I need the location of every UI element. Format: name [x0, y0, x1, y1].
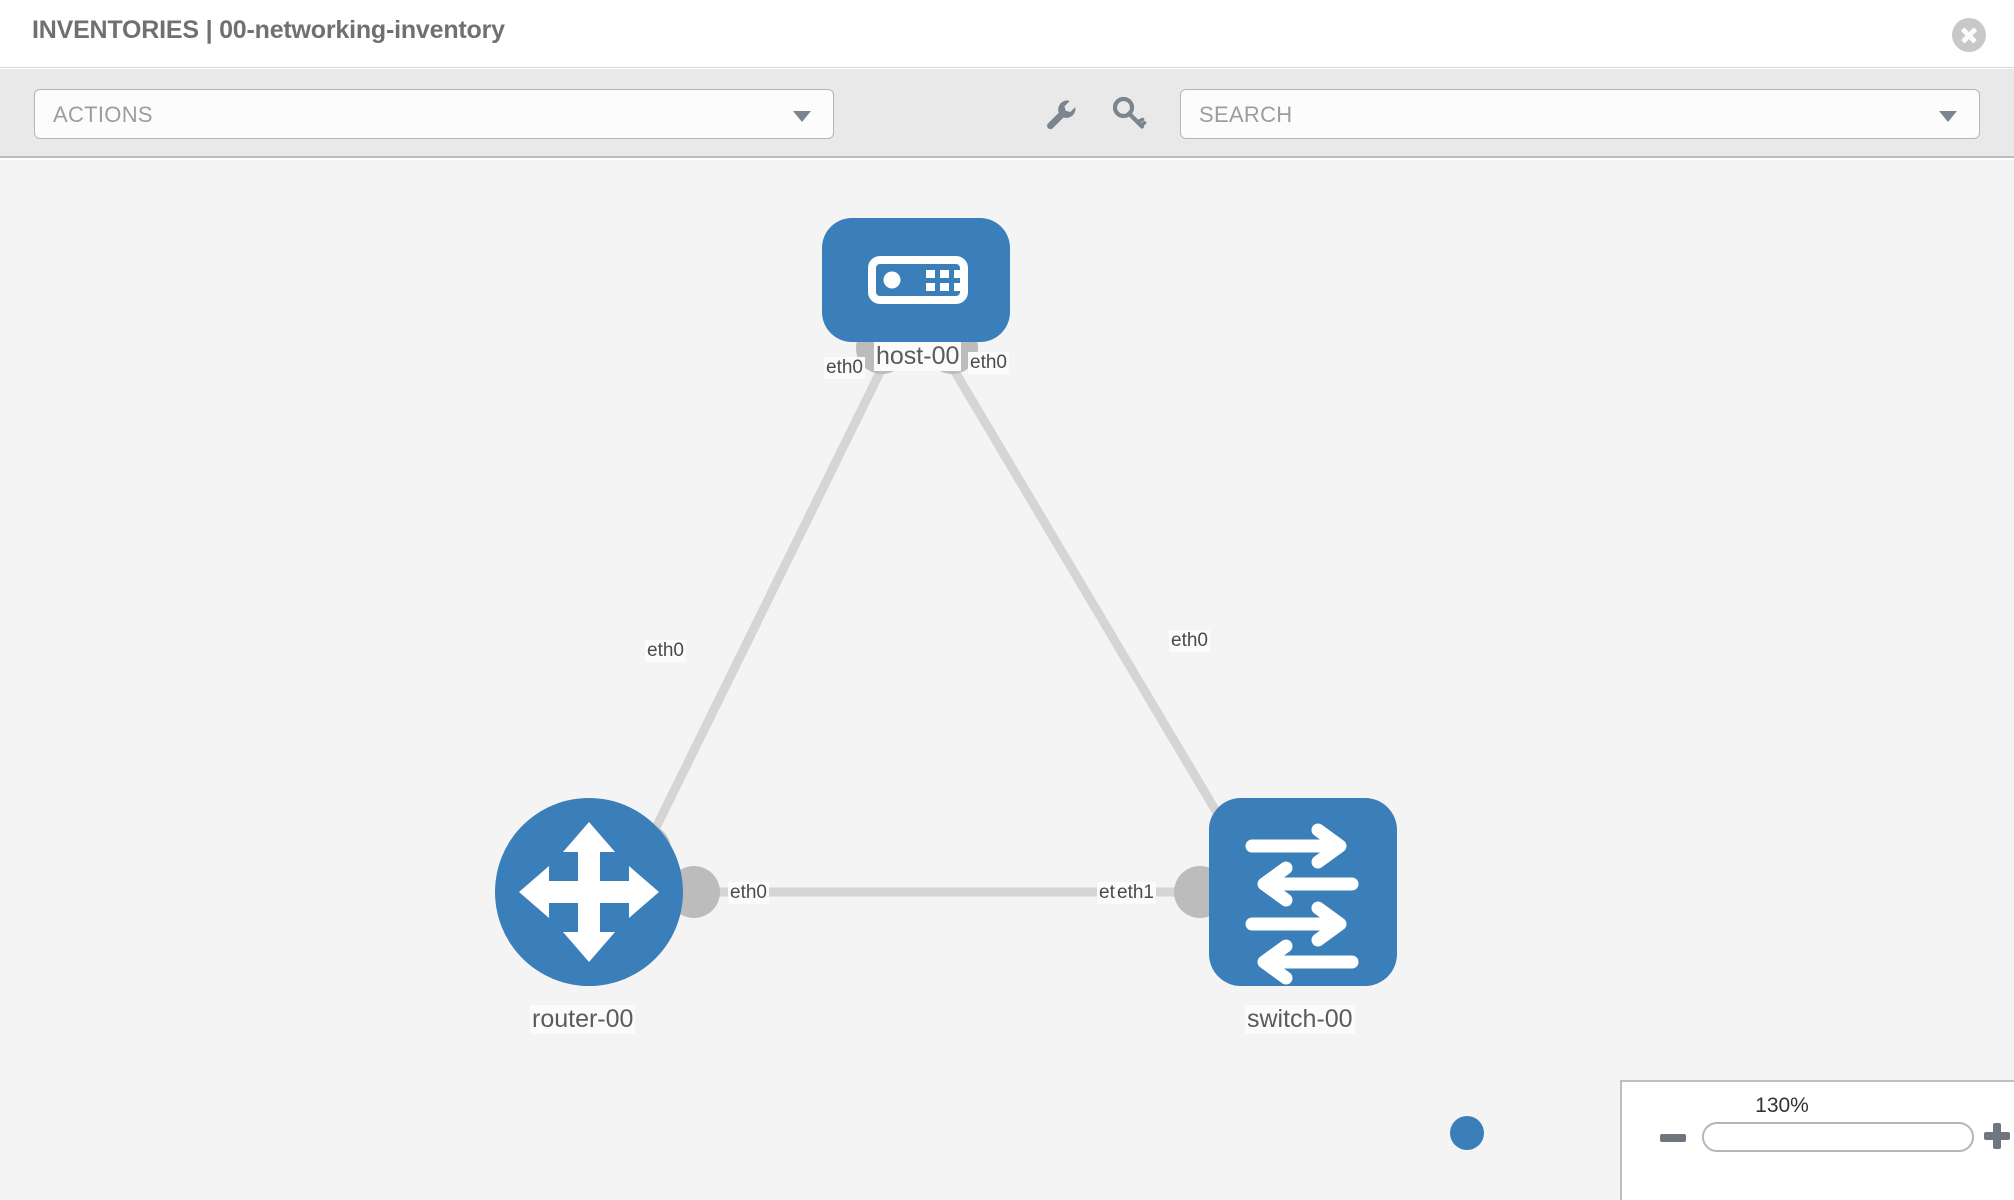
- actions-dropdown[interactable]: ACTIONS: [34, 89, 834, 139]
- node-label-router: router-00: [530, 1005, 636, 1034]
- edge-label-switch-up: eth0: [1169, 630, 1210, 652]
- node-label-switch: switch-00: [1245, 1005, 1355, 1034]
- search-input-placeholder: SEARCH: [1199, 102, 1293, 127]
- chevron-down-icon[interactable]: [1939, 111, 1957, 122]
- edge-label-host-right: eth0: [968, 352, 1009, 374]
- edge-host-switch: [944, 357, 1249, 863]
- app-header: INVENTORIES | 00-networking-inventory: [0, 0, 2014, 68]
- chevron-down-icon: [793, 111, 811, 122]
- close-icon[interactable]: [1952, 18, 1986, 52]
- topology-canvas[interactable]: host-00 router-00 switch-00 eth0 eth0 et…: [0, 160, 2014, 1200]
- wrench-icon[interactable]: [1038, 91, 1082, 135]
- node-label-host: host-00: [874, 342, 962, 371]
- key-icon[interactable]: [1106, 91, 1150, 135]
- edge-label-router-right: eth0: [728, 882, 769, 904]
- toolbar: ACTIONS SEARCH: [0, 69, 2014, 158]
- zoom-in-icon[interactable]: [1984, 1123, 2010, 1149]
- actions-dropdown-label: ACTIONS: [53, 102, 153, 127]
- search-input[interactable]: SEARCH: [1180, 89, 1980, 139]
- node-switch-00: [1209, 798, 1397, 986]
- node-router-00: [495, 798, 683, 986]
- edge-host-router: [635, 358, 891, 862]
- edge-label-router-up: eth0: [645, 640, 686, 662]
- zoom-slider-thumb[interactable]: [1450, 1116, 1484, 1150]
- zoom-level-label: 130%: [1755, 1094, 1809, 1117]
- zoom-control-panel: 130%: [1620, 1080, 2014, 1200]
- zoom-slider[interactable]: [1702, 1122, 1974, 1152]
- page-title: INVENTORIES | 00-networking-inventory: [32, 16, 505, 44]
- topology-graph: [495, 218, 1397, 986]
- node-host-00: [822, 218, 1010, 342]
- edge-label-host-left: eth0: [824, 357, 865, 379]
- edge-label-switch-left-b: eth1: [1115, 882, 1156, 904]
- zoom-out-icon[interactable]: [1660, 1134, 1686, 1142]
